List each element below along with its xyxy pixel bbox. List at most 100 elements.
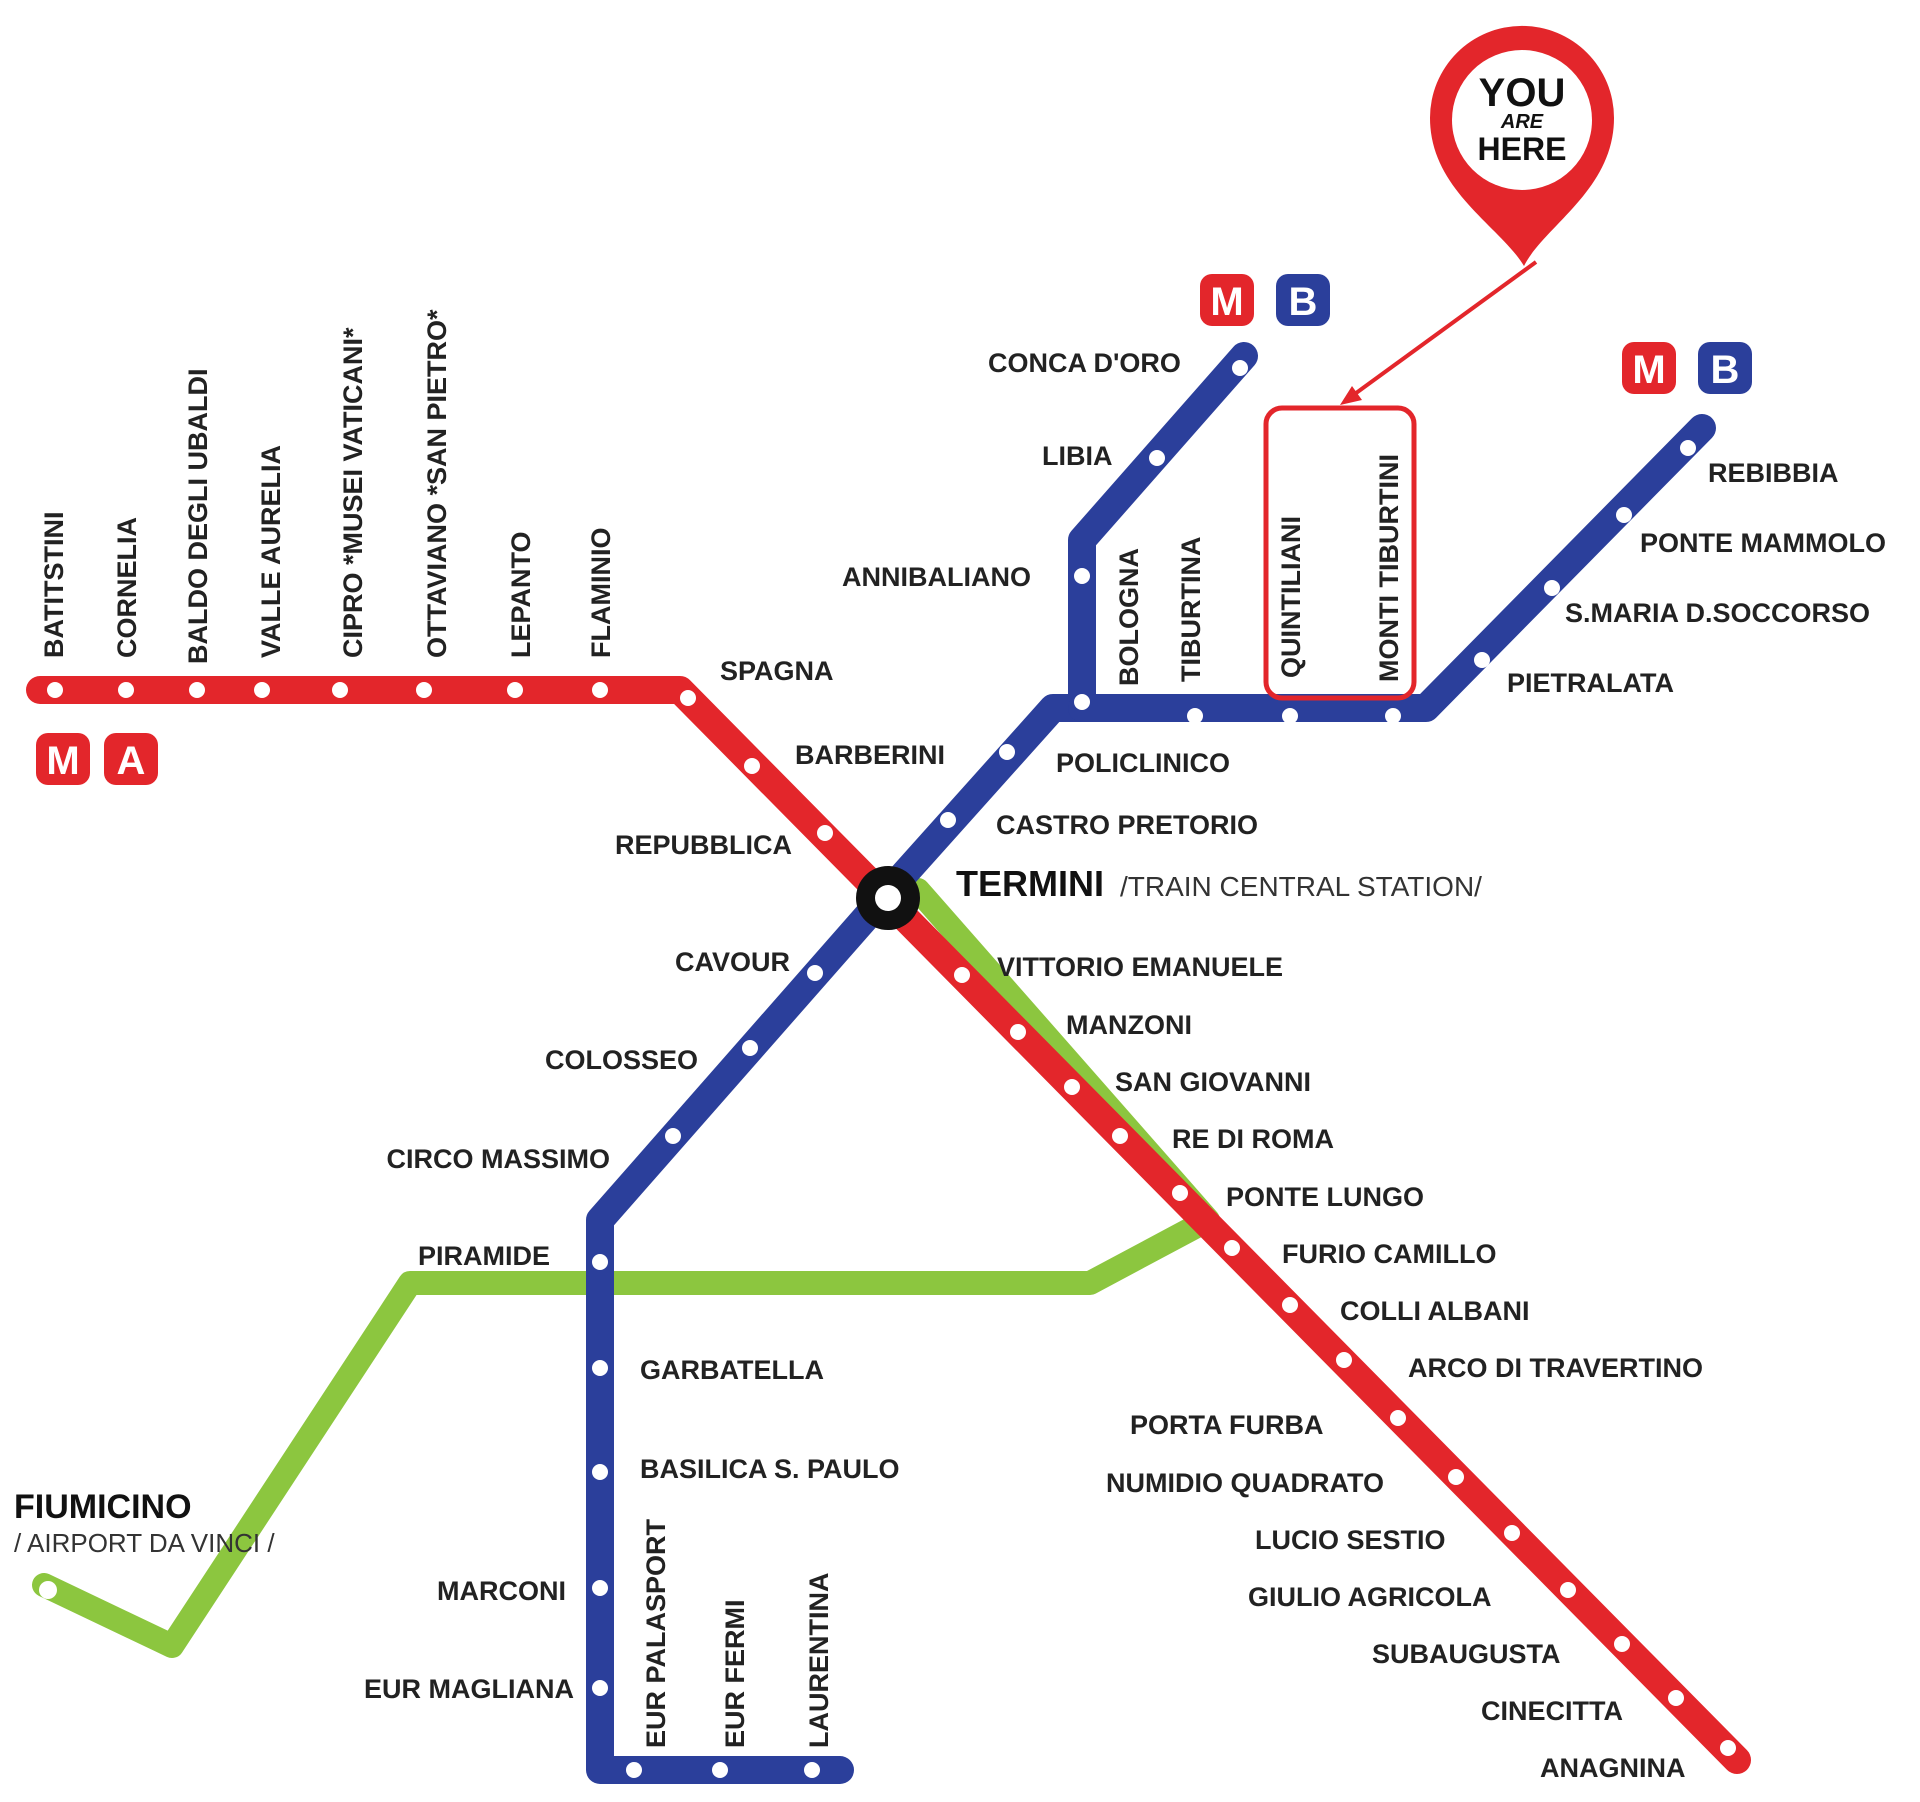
station-label[interactable]: POLICLINICO xyxy=(1056,748,1230,778)
line-a xyxy=(26,676,1751,1774)
station-dot xyxy=(1282,1297,1298,1313)
station-label[interactable]: PIRAMIDE xyxy=(418,1241,550,1271)
station-label[interactable]: LAURENTINA xyxy=(804,1573,834,1749)
station-label[interactable]: EUR PALASPORT xyxy=(641,1518,671,1748)
termini-label[interactable]: TERMINI /TRAIN CENTRAL STATION/ xyxy=(956,863,1482,904)
station-dot xyxy=(1720,1740,1736,1756)
line-a-badges: M A xyxy=(36,733,158,785)
station-label[interactable]: REBIBBIA xyxy=(1708,458,1839,488)
station-label[interactable]: BALDO DEGLI UBALDI xyxy=(183,369,213,664)
metro-badge-letter: M xyxy=(1632,348,1665,392)
station-label[interactable]: BOLOGNA xyxy=(1114,548,1144,686)
station-label[interactable]: PONTE MAMMOLO xyxy=(1640,528,1886,558)
station-label[interactable]: FLAMINIO xyxy=(586,528,616,658)
station-dot xyxy=(1172,1185,1188,1201)
termini-subtitle: /TRAIN CENTRAL STATION/ xyxy=(1120,871,1482,902)
station-dot xyxy=(189,682,205,698)
station-dot xyxy=(1064,1079,1080,1095)
station-label[interactable]: REPUBBLICA xyxy=(615,830,792,860)
station-dot xyxy=(999,744,1015,760)
station-dot xyxy=(712,1762,728,1778)
station-label[interactable]: OTTAVIANO *SAN PIETRO* xyxy=(422,309,452,658)
station-label[interactable]: VALLE AURELIA xyxy=(256,445,286,658)
pin-label-line3: HERE xyxy=(1478,131,1567,167)
station-dot xyxy=(592,1680,608,1696)
station-label[interactable]: LIBIA xyxy=(1042,441,1113,471)
station-label[interactable]: MARCONI xyxy=(437,1576,566,1606)
station-label[interactable]: QUINTILIANI xyxy=(1276,516,1306,678)
station-dot xyxy=(1336,1352,1352,1368)
metro-badge xyxy=(36,733,90,785)
termini-interchange[interactable] xyxy=(856,866,920,930)
station-dot xyxy=(1074,694,1090,710)
station-dot xyxy=(626,1762,642,1778)
station-label[interactable]: EUR FERMI xyxy=(720,1600,750,1749)
line-b-badges-north: M B xyxy=(1200,274,1330,326)
station-label[interactable]: COLOSSEO xyxy=(545,1045,698,1075)
station-dot xyxy=(592,1580,608,1596)
station-label[interactable]: LEPANTO xyxy=(506,531,536,658)
station-label[interactable]: MONTI TIBURTINI xyxy=(1374,454,1404,682)
station-dot xyxy=(254,682,270,698)
station-label[interactable]: CONCA D'ORO xyxy=(988,348,1181,378)
station-label[interactable]: S.MARIA D.SOCCORSO xyxy=(1565,598,1870,628)
station-label[interactable]: BASILICA S. PAULO xyxy=(640,1454,900,1484)
station-dot xyxy=(1448,1469,1464,1485)
station-dot xyxy=(332,682,348,698)
station-label[interactable]: GIULIO AGRICOLA xyxy=(1248,1582,1492,1612)
station-label[interactable]: TIBURTINA xyxy=(1176,537,1206,682)
station-label[interactable]: PONTE LUNGO xyxy=(1226,1182,1424,1212)
station-label[interactable]: NUMIDIO QUADRATO xyxy=(1106,1468,1384,1498)
station-label[interactable]: SAN GIOVANNI xyxy=(1115,1067,1311,1097)
station-dot xyxy=(954,967,970,983)
station-label[interactable]: PIETRALATA xyxy=(1507,668,1674,698)
station-label[interactable]: CASTRO PRETORIO xyxy=(996,810,1258,840)
station-label[interactable]: CIPRO *MUSEI VATICANI* xyxy=(338,327,368,658)
station-dot xyxy=(1504,1525,1520,1541)
station-dot xyxy=(1616,507,1632,523)
station-label[interactable]: ANNIBALIANO xyxy=(842,562,1031,592)
line-b-badges-east: M B xyxy=(1622,342,1752,394)
station-label[interactable]: CINECITTA xyxy=(1481,1696,1623,1726)
station-label[interactable]: CORNELIA xyxy=(112,517,142,658)
station-dot xyxy=(742,1040,758,1056)
station-label[interactable]: FURIO CAMILLO xyxy=(1282,1239,1496,1269)
station-label[interactable]: EUR MAGLIANA xyxy=(364,1674,574,1704)
station-dot xyxy=(1010,1024,1026,1040)
station-dot xyxy=(47,682,63,698)
fiumicino-name[interactable]: FIUMICINO xyxy=(14,1488,192,1526)
station-label[interactable]: BARBERINI xyxy=(795,740,945,770)
line-b-badge-letter: B xyxy=(1711,348,1740,392)
station-dot xyxy=(118,682,134,698)
metro-badge xyxy=(1200,274,1254,326)
station-dot xyxy=(1614,1636,1630,1652)
line-a-badge-letter: A xyxy=(117,739,146,783)
station-dot xyxy=(1680,440,1696,456)
station-label[interactable]: ARCO DI TRAVERTINO xyxy=(1408,1353,1703,1383)
line-b-badge-letter: B xyxy=(1289,280,1318,324)
station-dot xyxy=(1187,708,1203,724)
station-label[interactable]: ANAGNINA xyxy=(1540,1753,1686,1783)
termini-name[interactable]: TERMINI xyxy=(956,863,1104,904)
station-dot xyxy=(1074,568,1090,584)
station-label[interactable]: VITTORIO EMANUELE xyxy=(997,952,1283,982)
station-label[interactable]: CIRCO MASSIMO xyxy=(386,1144,610,1174)
station-dot xyxy=(1390,1410,1406,1426)
station-label[interactable]: SPAGNA xyxy=(720,656,834,686)
pin-label-line2: ARE xyxy=(1500,111,1544,133)
station-label[interactable]: CAVOUR xyxy=(675,947,790,977)
line-a-badge xyxy=(104,733,158,785)
station-label[interactable]: MANZONI xyxy=(1066,1010,1192,1040)
station-label[interactable]: SUBAUGUSTA xyxy=(1372,1639,1561,1669)
station-dot xyxy=(416,682,432,698)
station-label[interactable]: GARBATELLA xyxy=(640,1355,824,1385)
station-label[interactable]: PORTA FURBA xyxy=(1130,1410,1323,1440)
station-label[interactable]: LUCIO SESTIO xyxy=(1255,1525,1446,1555)
station-label[interactable]: COLLI ALBANI xyxy=(1340,1296,1529,1326)
station-label[interactable]: RE DI ROMA xyxy=(1172,1124,1334,1154)
station-label[interactable]: BATITSTINI xyxy=(39,512,69,658)
station-dot xyxy=(940,812,956,828)
line-b-labels: CONCA D'ORO LIBIA ANNIBALIANO BOLOGNA TI… xyxy=(364,348,1886,1748)
fiumicino-label[interactable]: FIUMICINO / AIRPORT DA VINCI / xyxy=(14,1488,275,1558)
station-dot xyxy=(592,1464,608,1480)
